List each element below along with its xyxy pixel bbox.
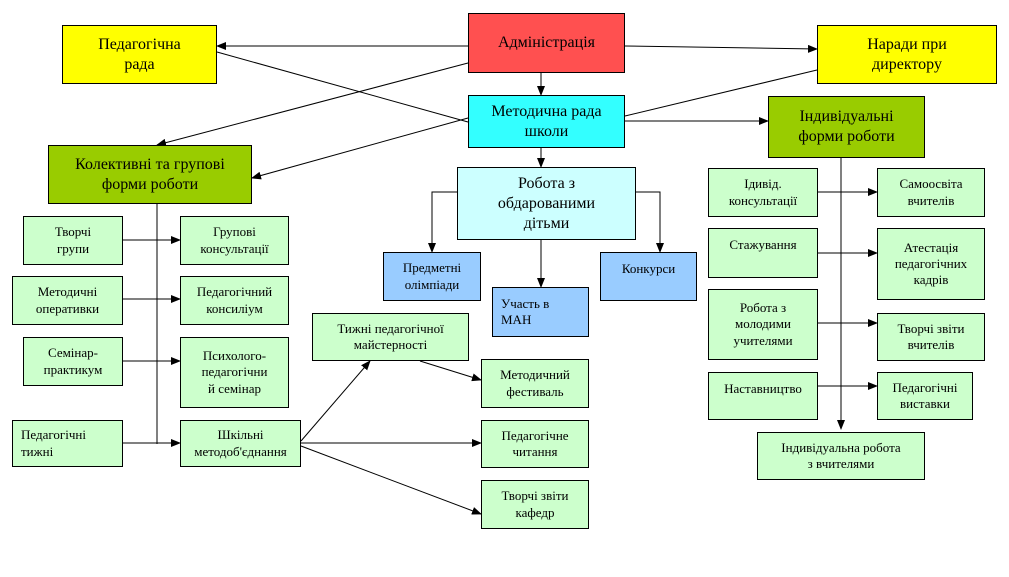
node-metod-festyval: Методичний фестиваль bbox=[481, 359, 589, 408]
node-stazhuvannia: Стажування bbox=[708, 228, 818, 278]
arrow-metodrada-kolektyvni bbox=[251, 117, 469, 180]
node-shkilni-mo: Шкільні методоб'єднання bbox=[180, 420, 301, 467]
arrow-admin-kolektyvni bbox=[156, 62, 469, 147]
node-kolektyvni: Колективні та групові форми роботи bbox=[48, 145, 252, 204]
node-ped-rada: Педагогічна рада bbox=[62, 25, 217, 84]
arrow-obdarovani-konkursy bbox=[636, 191, 664, 253]
node-indyvid-kons: Ідивід. консультації bbox=[708, 168, 818, 217]
node-molodi: Робота з молодими учителями bbox=[708, 289, 818, 360]
node-seminar-praktykum: Семінар- практикум bbox=[23, 337, 123, 386]
arrow-shkilni-maisternosti bbox=[300, 360, 371, 442]
node-obdarovani: Робота з обдарованими дітьми bbox=[457, 167, 636, 240]
node-atestatsiia: Атестація педагогічних кадрів bbox=[877, 228, 985, 300]
arrow-shkilni-kafedr bbox=[300, 445, 482, 515]
node-man: Участь в МАН bbox=[492, 287, 589, 337]
node-tvorchi-zvity-kafedr: Творчі звіти кафедр bbox=[481, 480, 589, 529]
node-indyvid-robota: Індивідуальна робота з вчителями bbox=[757, 432, 925, 480]
node-olimpiady: Предметні олімпіади bbox=[383, 252, 481, 301]
node-konkursy: Конкурси bbox=[600, 252, 697, 301]
node-samoosvita: Самоосвіта вчителів bbox=[877, 168, 985, 217]
node-tvorchi-zvity-vchyteliv: Творчі звіти вчителів bbox=[877, 313, 985, 361]
arrow-admin-narady bbox=[615, 41, 818, 53]
node-tvorchi-grupy: Творчі групи bbox=[23, 216, 123, 265]
node-tyzhni-maisternosti: Тижні педагогічної майстерності bbox=[312, 313, 469, 361]
node-indyvidualni: Індивідуальні форми роботи bbox=[768, 96, 925, 158]
node-nastavnytstvo: Наставництво bbox=[708, 372, 818, 420]
arrow-obdarovani-olimpiady bbox=[428, 191, 457, 253]
node-narady: Наради при директору bbox=[817, 25, 997, 84]
line-metodrada-narady bbox=[624, 69, 818, 117]
node-metod-operatyvky: Методичні оперативки bbox=[12, 276, 123, 325]
node-ped-konsylium: Педагогічний консиліум bbox=[180, 276, 289, 325]
node-ped-vystavky: Педагогічні виставки bbox=[877, 372, 973, 420]
arrow-maisternosti-festyval bbox=[419, 360, 482, 382]
node-admin: Адміністрація bbox=[468, 13, 625, 73]
node-ped-tyzhni: Педагогічні тижні bbox=[12, 420, 123, 467]
node-ped-chytannia: Педагогічне читання bbox=[481, 420, 589, 468]
node-metod-rada: Методична рада школи bbox=[468, 95, 625, 148]
node-grupovi-kons: Групові консультації bbox=[180, 216, 289, 265]
node-psyh-seminar: Психолого- педагогічни й семінар bbox=[180, 337, 289, 408]
line-pedrada-metodrada bbox=[216, 51, 469, 123]
